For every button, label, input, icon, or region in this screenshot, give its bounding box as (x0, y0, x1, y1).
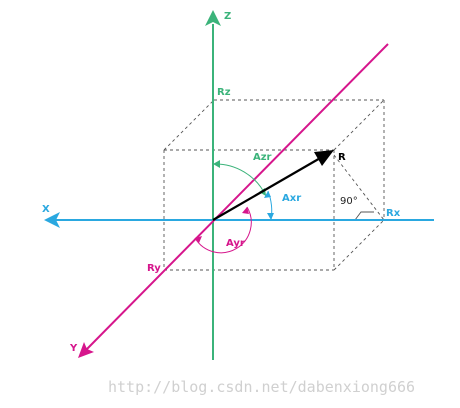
ry-label: Ry (147, 263, 161, 274)
rx-projection-line (333, 154, 385, 221)
azr-arc-arrow (213, 160, 220, 168)
right-angle-label: 90° (340, 196, 358, 207)
ayr-arc-arrow (242, 207, 249, 214)
y-axis-line (85, 43, 389, 351)
box-edge (333, 219, 385, 271)
vector-r-line (212, 156, 323, 221)
watermark: http://blog.csdn.net/dabenxiong666 (108, 378, 415, 396)
vector-r-label: R (338, 152, 346, 163)
angle-arcs (194, 160, 274, 254)
y-axis-arrowhead (78, 342, 94, 358)
axr-arc-arrow (267, 213, 274, 220)
box-edge (163, 99, 215, 151)
z-axis-label: Z (224, 11, 231, 22)
vector-r (212, 150, 334, 221)
z-axis (205, 10, 221, 360)
vector-r-arrowhead (314, 150, 334, 166)
axr-arc-arrow (264, 191, 271, 198)
y-axis (78, 43, 389, 358)
ayr-label: Ayr (226, 238, 245, 249)
axr-label: Axr (282, 193, 301, 204)
ayr-arc (194, 206, 252, 254)
z-axis-arrowhead (205, 10, 221, 26)
rx-label: Rx (386, 208, 401, 219)
x-axis-label: X (42, 204, 50, 215)
azr-arc (212, 163, 267, 197)
box-edge (333, 99, 385, 151)
ayr-arc-arrow (195, 236, 202, 243)
x-axis-arrowhead (44, 212, 60, 228)
azr-label: Azr (253, 152, 272, 163)
projection-box (163, 99, 385, 271)
right-angle-marker (354, 211, 374, 221)
rz-label: Rz (217, 87, 231, 98)
x-axis (44, 212, 434, 228)
y-axis-label: Y (69, 343, 78, 354)
